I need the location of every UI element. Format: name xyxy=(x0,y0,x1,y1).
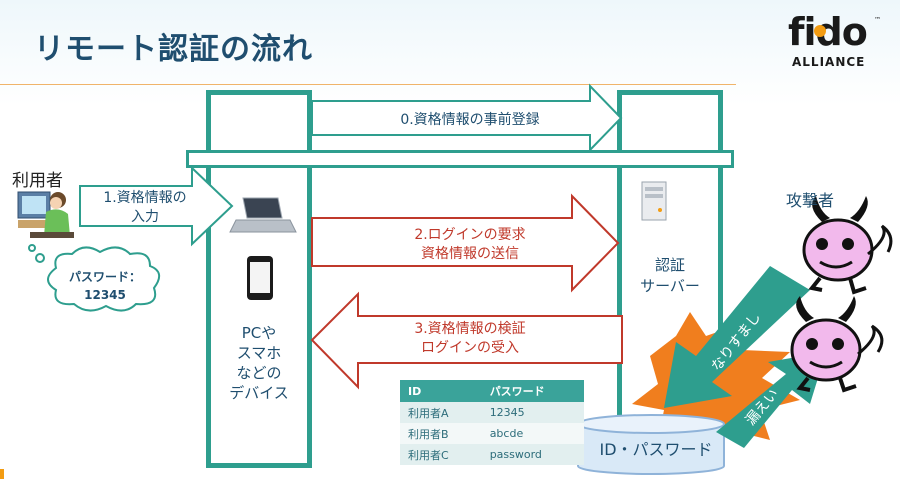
table-row: 利用者C password xyxy=(400,444,584,465)
table-cell-id: 利用者A xyxy=(400,402,482,423)
horizontal-separator-band xyxy=(186,150,734,168)
table-header-password: パスワード xyxy=(481,380,584,402)
slide-edge-marker xyxy=(0,469,4,479)
server-icon xyxy=(641,181,667,221)
server-label: 認証 サーバー xyxy=(640,256,700,295)
user-at-computer-icon xyxy=(17,191,74,238)
arrow-step3 xyxy=(310,291,623,390)
laptop-icon xyxy=(229,197,297,233)
logo-trademark: ™ xyxy=(874,16,881,24)
logo-dot xyxy=(814,25,826,37)
table-cell-id: 利用者C xyxy=(400,444,482,465)
table-header-id: ID xyxy=(400,380,482,402)
attacker-devil-icon-2 xyxy=(790,296,884,393)
table-cell-password: 12345 xyxy=(481,402,584,423)
attacker-devil-icon xyxy=(802,196,893,295)
spoofing-arrow xyxy=(664,266,810,408)
step2-label: 2.ログインの要求 資格情報の送信 xyxy=(414,227,526,262)
arrow-step2 xyxy=(311,193,620,293)
table-row: 利用者A 12345 xyxy=(400,402,584,423)
database-icon xyxy=(577,414,725,475)
arrow-step0 xyxy=(311,83,623,153)
slide-title: リモート認証の流れ xyxy=(34,32,313,67)
database-label: ID・パスワード xyxy=(599,440,713,459)
table-cell-id: 利用者B xyxy=(400,423,482,444)
step3-label: 3.資格情報の検証 ログインの受入 xyxy=(414,321,526,356)
logo-subtext: ALLIANCE xyxy=(792,55,866,69)
step0-label: 0.資格情報の事前登録 xyxy=(400,112,540,128)
table-header-row: ID パスワード xyxy=(400,380,584,402)
user-label: 利用者 xyxy=(12,171,63,191)
fido-alliance-logo: fido ™ ALLIANCE xyxy=(782,10,882,70)
smartphone-icon xyxy=(247,256,273,300)
table-cell-password: abcde xyxy=(481,423,584,444)
step1-label: 1.資格情報の 入力 xyxy=(103,190,187,225)
credential-table: ID パスワード 利用者A 12345 利用者B abcde 利用者C pass… xyxy=(400,380,584,465)
title-divider xyxy=(0,84,736,85)
password-bubble-text: パスワード： 12345 xyxy=(68,270,141,302)
password-thought-bubble xyxy=(28,244,161,312)
leak-arrow xyxy=(716,352,826,448)
table-row: 利用者B abcde xyxy=(400,423,584,444)
attacker-label: 攻撃者 xyxy=(786,191,835,210)
table-cell-password: password xyxy=(481,444,584,465)
arrow-step1 xyxy=(79,165,234,247)
logo-wordmark: fido xyxy=(788,10,868,54)
device-label: PCや スマホ などの デバイス xyxy=(229,324,289,402)
